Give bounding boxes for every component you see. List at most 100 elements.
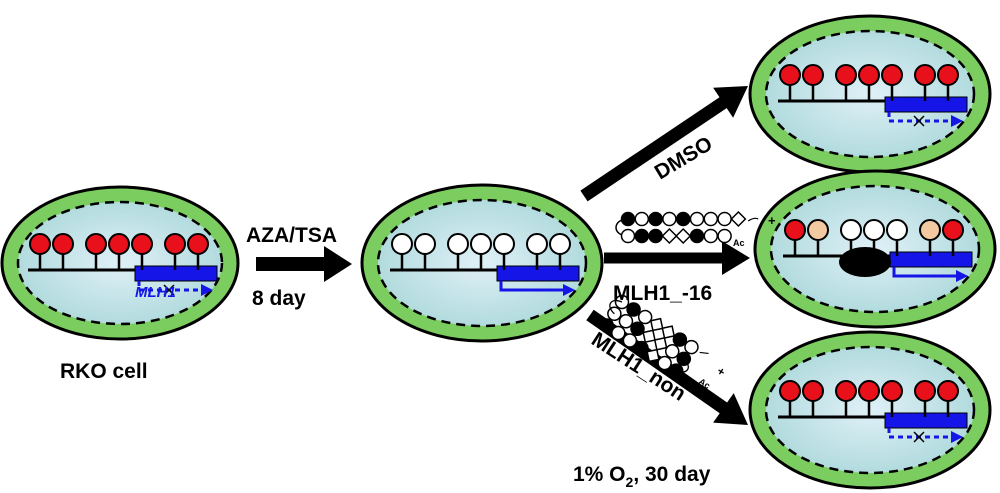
- cpg-site-unmethylated: [549, 233, 571, 255]
- probe-bottom-row1-filled-unit: [672, 332, 688, 347]
- arrow-mlh1-16: [604, 241, 750, 275]
- transcription-arrowhead: [951, 431, 963, 443]
- probe-mlh1-16: [615, 210, 759, 245]
- cpg-site-methylated: [858, 380, 880, 402]
- cpg-site-unmethylated: [886, 219, 908, 241]
- probe-top-row2-filled-unit: [689, 228, 705, 244]
- cpg-site-unmethylated: [493, 233, 515, 255]
- cpg-site-unmethylated: [863, 219, 885, 241]
- transcription-arrowhead: [563, 284, 575, 296]
- probe-bottom-row3-open-unit: [611, 325, 626, 341]
- cpg-site-methylated: [937, 380, 959, 402]
- cpg-site-methylated: [914, 380, 936, 402]
- cell-mlh1-non: [748, 330, 992, 490]
- cell-treated: [360, 183, 604, 343]
- probe-bottom-row3-diamond: [646, 348, 660, 363]
- blocked-transcription-arrow: [887, 112, 953, 123]
- transcription-arrowhead: [956, 270, 968, 282]
- cpg-site-methylated: [164, 233, 186, 255]
- cpg-site-methylated: [29, 233, 51, 255]
- cpg-site-methylated: [835, 380, 857, 402]
- cpg-site-methylated: [108, 233, 130, 255]
- cpg-site-methylated: [802, 380, 824, 402]
- cpg-site-methylated: [835, 64, 857, 86]
- cpg-site-methylated: [802, 64, 824, 86]
- oxygen-suffix: , 30 day: [633, 463, 710, 486]
- probe-bottom-row3-open-unit: [622, 333, 638, 348]
- transcription-arrowhead: [951, 115, 963, 127]
- dna-binding-complex: [839, 247, 891, 277]
- cpg-site-methylated: [937, 64, 959, 86]
- probe-top-row1-filled-unit: [648, 211, 663, 227]
- probe-top-row1-open-unit: [634, 211, 650, 227]
- probe-top-row2-open-unit: [717, 228, 732, 244]
- cpg-site-unmethylated: [470, 233, 492, 255]
- transcription-arrow: [892, 267, 958, 278]
- probe-tail: [699, 351, 709, 355]
- probe-top-row2-diamond: [675, 227, 692, 245]
- probe-top-row2-open-unit: [620, 228, 636, 244]
- rko-cell-label: RKO cell: [60, 360, 148, 383]
- oxygen-prefix: 1% O: [573, 463, 626, 486]
- probe-bottom-row3-filled-unit: [668, 363, 684, 378]
- probe-top-row1-open-unit: [717, 211, 732, 227]
- plus-label-bottom: +: [714, 364, 728, 380]
- probe-top-row2-filled-unit: [648, 228, 663, 244]
- arrow-aza-tsa: [256, 246, 352, 282]
- cpg-site-unmethylated: [840, 219, 862, 241]
- cpg-site-methylated: [52, 233, 74, 255]
- cpg-site-methylated: [914, 64, 936, 86]
- cpg-site-methylated: [784, 219, 806, 241]
- cpg-site-methylated: [881, 64, 903, 86]
- probe-top-row1-open-unit: [703, 211, 719, 227]
- probe-top-row1-diamond: [730, 210, 747, 228]
- probe-mlh1-non: [599, 294, 709, 378]
- block-cross-icon: [913, 115, 925, 127]
- cpg-site-methylated: [858, 64, 880, 86]
- arrow-dmso: [580, 86, 748, 202]
- probe-tail: [747, 217, 759, 222]
- transcription-arrowhead: [201, 284, 213, 296]
- cpg-site-methylated: [187, 233, 209, 255]
- cell-rko: [0, 185, 240, 341]
- mlh1-gene-label: MLH1: [135, 284, 176, 301]
- cpg-site-unmethylated: [447, 233, 469, 255]
- oxygen-subscript: 2: [626, 474, 634, 490]
- acetyl-label-top: Ac: [733, 238, 745, 248]
- block-cross-icon: [913, 431, 925, 443]
- cell-mlh1-16: [753, 169, 997, 329]
- cpg-site-unmethylated: [526, 233, 548, 255]
- blocked-transcription-arrow: [137, 281, 203, 292]
- probe-top-row1-open-unit: [662, 211, 677, 227]
- eight-day-label: 8 day: [252, 287, 306, 310]
- cell-dmso: [748, 14, 992, 174]
- probe-top-row1-open-unit: [689, 211, 705, 227]
- cpg-site-unmethylated: [391, 233, 413, 255]
- plus-label-top: +: [768, 213, 776, 228]
- aza-tsa-label: AZA/TSA: [246, 224, 337, 247]
- block-cross-icon: [163, 284, 175, 296]
- cpg-site-methylated: [131, 233, 153, 255]
- probe-bottom-row3-open-unit: [657, 355, 672, 371]
- cpg-site-partial: [919, 219, 941, 241]
- blocked-transcription-arrow: [887, 428, 953, 439]
- probe-top-row2-filled-unit: [634, 228, 650, 244]
- mlh1-16-label: MLH1_-16: [613, 282, 712, 305]
- oxygen-duration-label: 1% O2, 30 day: [573, 463, 711, 490]
- cpg-site-partial: [807, 219, 829, 241]
- cpg-site-methylated: [779, 380, 801, 402]
- probe-bottom-row3-filled-unit: [599, 318, 615, 333]
- probe-top-row1-filled-unit: [675, 211, 691, 227]
- cpg-site-methylated: [942, 219, 964, 241]
- probe-bottom-row2-open-unit: [618, 314, 634, 329]
- probes-layer: [599, 210, 759, 378]
- probe-top-row2-diamond: [661, 227, 678, 245]
- cpg-site-unmethylated: [414, 233, 436, 255]
- probe-bottom-row1-filled-unit: [626, 302, 641, 317]
- cpg-site-methylated: [779, 64, 801, 86]
- probe-hairpin-link: [675, 358, 689, 373]
- cpg-site-methylated: [881, 380, 903, 402]
- probe-top-row2-open-unit: [703, 228, 719, 244]
- probe-bottom-row1-open-unit: [684, 339, 699, 355]
